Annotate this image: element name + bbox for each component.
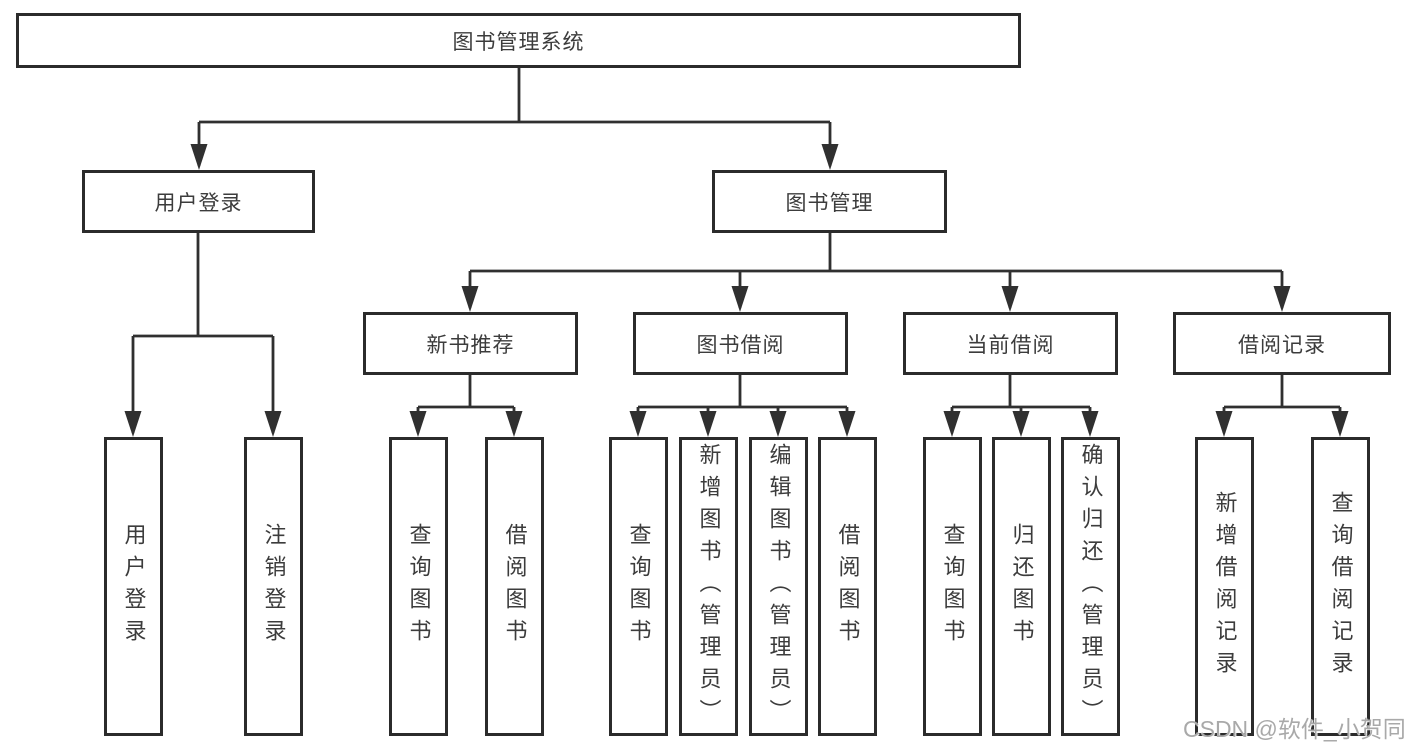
node-new-book-recommend: 新书推荐 [363,312,578,375]
arrowhead-icon [699,411,717,437]
arrowhead-icon [124,411,142,437]
arrowhead-icon [1331,411,1349,437]
leaf-query-books-2-label: 查询图书 [626,522,652,651]
arrowhead-icon [264,411,282,437]
connector-userlogin-to-leaves [131,233,275,433]
leaf-edit-book-admin-label: 编辑图书（管理员） [766,442,792,731]
leaf-add-borrow-record: 新增借阅记录 [1195,437,1254,736]
arrowhead-icon [1273,286,1291,312]
node-book-borrow-label: 图书借阅 [696,333,785,357]
leaf-query-borrow-record: 查询借阅记录 [1311,437,1370,736]
arrowhead-icon [1215,411,1233,437]
leaf-add-book-admin-label: 新增图书（管理员） [696,442,722,731]
leaf-query-books-2: 查询图书 [609,437,668,736]
leaf-borrow-books-1: 借阅图书 [485,437,544,736]
connector-borrow-to-leaves [636,375,849,433]
node-current-borrow-label: 当前借阅 [966,333,1055,357]
leaf-logout-label: 注销登录 [261,522,287,651]
leaf-query-books-1-label: 查询图书 [406,522,432,651]
leaf-return-book-label: 归还图书 [1009,522,1035,651]
leaf-confirm-return-admin: 确认归还（管理员） [1061,437,1120,736]
arrowhead-icon [838,411,856,437]
node-book-borrow: 图书借阅 [633,312,848,375]
node-root-label: 图书管理系统 [452,30,585,54]
node-user-login: 用户登录 [82,170,315,233]
leaf-confirm-return-admin-label: 确认归还（管理员） [1078,442,1104,731]
leaf-query-books-3: 查询图书 [923,437,982,736]
leaf-borrow-books-2-label: 借阅图书 [835,522,861,651]
arrowhead-icon [505,411,523,437]
leaf-borrow-books-2: 借阅图书 [818,437,877,736]
node-current-borrow: 当前借阅 [903,312,1118,375]
leaf-query-borrow-record-label: 查询借阅记录 [1328,490,1354,683]
arrowhead-icon [943,411,961,437]
node-user-login-label: 用户登录 [154,191,243,215]
node-new-book-recommend-label: 新书推荐 [426,333,515,357]
watermark: CSDN @软件_小贺同学 [1183,716,1405,742]
arrowhead-icon [461,286,479,312]
arrowhead-icon [409,411,427,437]
leaf-edit-book-admin: 编辑图书（管理员） [749,437,808,736]
arrowhead-icon [629,411,647,437]
node-root: 图书管理系统 [16,13,1021,68]
node-book-management-label: 图书管理 [785,191,874,215]
node-book-management: 图书管理 [712,170,947,233]
connector-bookmgmt-to-level3 [468,233,1284,308]
leaf-logout: 注销登录 [244,437,303,736]
arrowhead-icon [821,144,839,170]
leaf-borrow-books-1-label: 借阅图书 [502,522,528,651]
leaf-user-login: 用户登录 [104,437,163,736]
arrowheads [124,144,1349,437]
arrowhead-icon [1012,411,1030,437]
leaf-query-books-3-label: 查询图书 [940,522,966,651]
arrowhead-icon [1001,286,1019,312]
node-borrow-records-label: 借阅记录 [1238,333,1326,357]
node-borrow-records: 借阅记录 [1173,312,1391,375]
arrowhead-icon [769,411,787,437]
leaf-user-login-label: 用户登录 [121,522,147,651]
connector-newbook-to-leaves [416,375,516,433]
arrowhead-icon [1081,411,1099,437]
arrowhead-icon [190,144,208,170]
leaf-return-book: 归还图书 [992,437,1051,736]
arrowhead-icon [731,286,749,312]
connector-records-to-leaves [1222,375,1342,433]
connector-root-to-level2 [197,68,832,166]
leaf-query-books-1: 查询图书 [389,437,448,736]
leaf-add-borrow-record-label: 新增借阅记录 [1212,490,1238,683]
leaf-add-book-admin: 新增图书（管理员） [679,437,738,736]
